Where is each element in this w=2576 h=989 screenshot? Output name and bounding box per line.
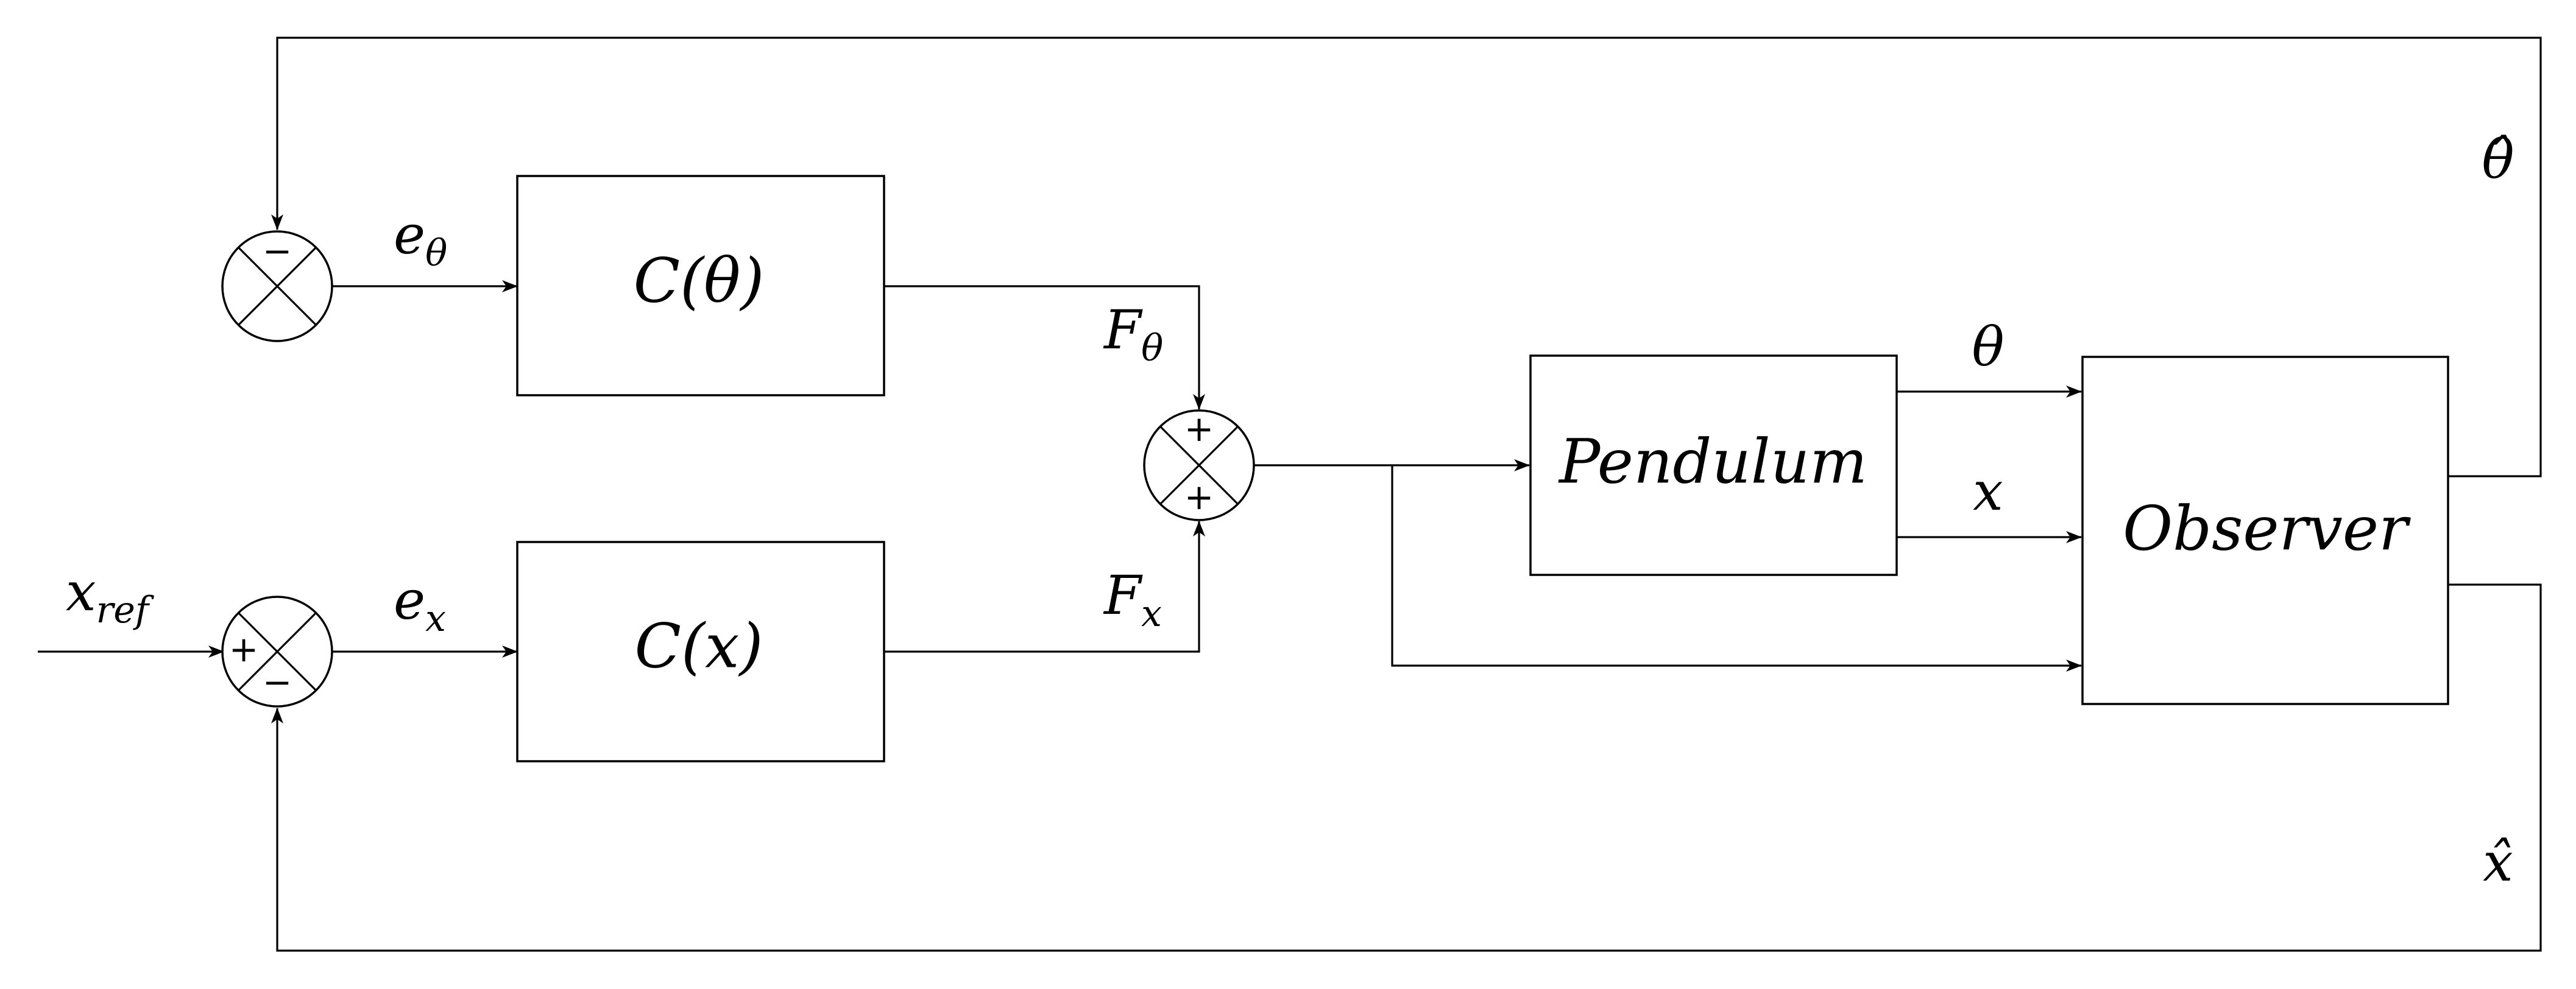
e-x-label: ex	[394, 569, 446, 640]
pendulum-block: Pendulum	[1529, 354, 1898, 576]
c-theta-block: C(θ)	[516, 175, 885, 396]
f-x-line	[884, 521, 1205, 653]
force-summing-junction: + +	[1143, 408, 1255, 521]
x-hat-feedback-line	[271, 583, 2542, 952]
observer-label: Observer	[2123, 493, 2411, 565]
force-to-observer-line	[1391, 465, 2082, 672]
f-theta-line	[884, 285, 1205, 410]
f-theta-label: Fθ	[1103, 298, 1163, 370]
theta-hat-label: θ̂	[2482, 128, 2514, 191]
x-label: x	[1973, 460, 2003, 523]
c-x-label: C(x)	[635, 611, 763, 682]
e-theta-label: eθ	[394, 203, 447, 275]
theta-label: θ	[1972, 315, 2005, 378]
c-x-block: C(x)	[516, 541, 885, 762]
f-x-label: Fx	[1103, 564, 1162, 635]
x-sum-left-sign: +	[229, 628, 259, 670]
x-summing-junction: + −	[221, 596, 333, 708]
force-sum-bottom-sign: +	[1184, 476, 1214, 518]
observer-block: Observer	[2081, 356, 2449, 705]
x-ref-label: xref	[66, 560, 155, 632]
x-hat-label: x̂	[2483, 831, 2513, 893]
force-sum-top-sign: +	[1184, 408, 1214, 449]
c-theta-label: C(θ)	[634, 245, 765, 317]
connections	[38, 37, 2542, 952]
theta-hat-feedback-line	[271, 37, 2542, 477]
theta-sum-top-sign: −	[263, 230, 292, 272]
theta-summing-junction: −	[221, 230, 333, 342]
signal-labels: xref eθ ex Fθ Fx θ x θ̂ x̂	[66, 128, 2514, 893]
pendulum-label: Pendulum	[1558, 426, 1867, 498]
x-sum-bottom-sign: −	[263, 661, 292, 703]
